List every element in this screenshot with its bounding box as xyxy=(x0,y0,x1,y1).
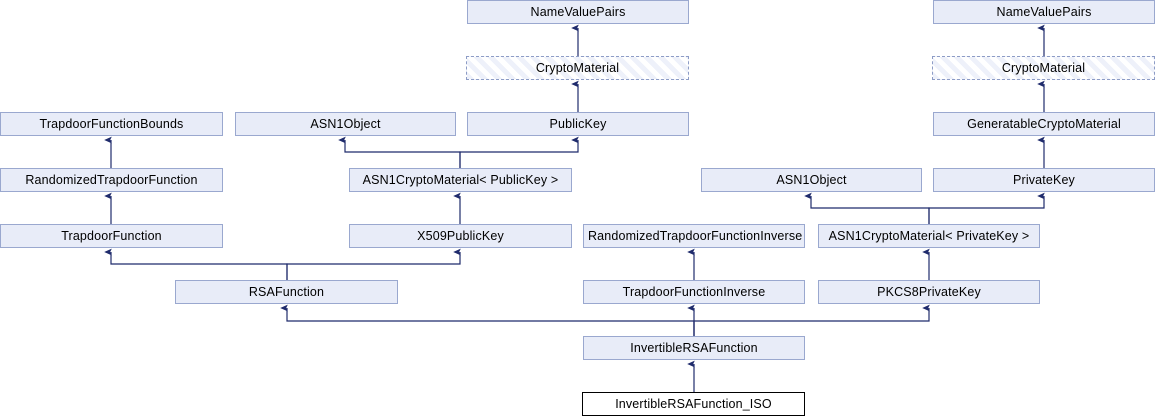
class-node-label: RandomizedTrapdoorFunctionInverse xyxy=(588,229,803,243)
class-node-privatekey[interactable]: PrivateKey xyxy=(933,168,1155,192)
class-node-asn1object-left[interactable]: ASN1Object xyxy=(235,112,456,136)
class-node-invertiblersafunction[interactable]: InvertibleRSAFunction xyxy=(583,336,805,360)
class-node-cryptomaterial-mid[interactable]: CryptoMaterial xyxy=(466,56,689,80)
inheritance-edge xyxy=(286,248,461,280)
inheritance-edge xyxy=(459,136,579,168)
class-node-label: GeneratableCryptoMaterial xyxy=(967,117,1121,131)
class-node-namevaluepairs-mid[interactable]: NameValuePairs xyxy=(467,0,689,24)
inheritance-edge xyxy=(693,304,930,336)
class-node-label: NameValuePairs xyxy=(996,5,1092,19)
class-node-label: RSAFunction xyxy=(248,285,325,299)
class-node-label: CryptoMaterial xyxy=(1001,61,1086,75)
inheritance-edge xyxy=(928,192,1045,224)
class-node-label: TrapdoorFunctionInverse xyxy=(622,285,766,299)
class-node-label: ASN1Object xyxy=(310,117,381,131)
class-node-asn1cryptomaterial-privatekey[interactable]: ASN1CryptoMaterial< PrivateKey > xyxy=(818,224,1040,248)
class-node-asn1object-right[interactable]: ASN1Object xyxy=(701,168,922,192)
inheritance-edge xyxy=(338,136,461,168)
class-node-trapdoorfunctioninverse[interactable]: TrapdoorFunctionInverse xyxy=(583,280,805,304)
inheritance-edge xyxy=(804,192,930,224)
class-node-label: InvertibleRSAFunction_ISO xyxy=(615,397,772,411)
class-node-label: CryptoMaterial xyxy=(535,61,620,75)
class-node-invertiblersafunction-iso[interactable]: InvertibleRSAFunction_ISO xyxy=(582,392,805,416)
class-node-trapdoorfunction[interactable]: TrapdoorFunction xyxy=(0,224,223,248)
class-node-publickey[interactable]: PublicKey xyxy=(467,112,689,136)
class-node-trapdoorfunctionbounds[interactable]: TrapdoorFunctionBounds xyxy=(0,112,223,136)
class-node-label: ASN1CryptoMaterial< PrivateKey > xyxy=(828,229,1030,243)
class-node-label: ASN1Object xyxy=(776,173,847,187)
class-node-namevaluepairs-right[interactable]: NameValuePairs xyxy=(933,0,1155,24)
class-node-generatablecryptomaterial[interactable]: GeneratableCryptoMaterial xyxy=(933,112,1155,136)
class-node-randomizedtrapdoorfunctioninverse[interactable]: RandomizedTrapdoorFunctionInverse xyxy=(583,224,805,248)
class-node-label: TrapdoorFunctionBounds xyxy=(39,117,184,131)
class-node-label: RandomizedTrapdoorFunction xyxy=(25,173,198,187)
class-node-pkcs8privatekey[interactable]: PKCS8PrivateKey xyxy=(818,280,1040,304)
class-node-label: TrapdoorFunction xyxy=(61,229,162,243)
class-node-label: PrivateKey xyxy=(1013,173,1075,187)
inheritance-edge xyxy=(104,248,288,280)
class-node-label: PublicKey xyxy=(549,117,607,131)
inheritance-edges xyxy=(104,24,1045,392)
class-node-rsafunction[interactable]: RSAFunction xyxy=(175,280,398,304)
class-node-label: PKCS8PrivateKey xyxy=(877,285,981,299)
class-node-label: InvertibleRSAFunction xyxy=(630,341,758,355)
class-node-label: ASN1CryptoMaterial< PublicKey > xyxy=(362,173,559,187)
class-node-randomizedtrapdoorfunction[interactable]: RandomizedTrapdoorFunction xyxy=(0,168,223,192)
class-node-label: NameValuePairs xyxy=(530,5,626,19)
class-node-cryptomaterial-right[interactable]: CryptoMaterial xyxy=(932,56,1155,80)
inheritance-edge xyxy=(280,304,695,336)
class-node-x509publickey[interactable]: X509PublicKey xyxy=(349,224,572,248)
class-node-asn1cryptomaterial-publickey[interactable]: ASN1CryptoMaterial< PublicKey > xyxy=(349,168,572,192)
class-node-label: X509PublicKey xyxy=(417,229,504,243)
